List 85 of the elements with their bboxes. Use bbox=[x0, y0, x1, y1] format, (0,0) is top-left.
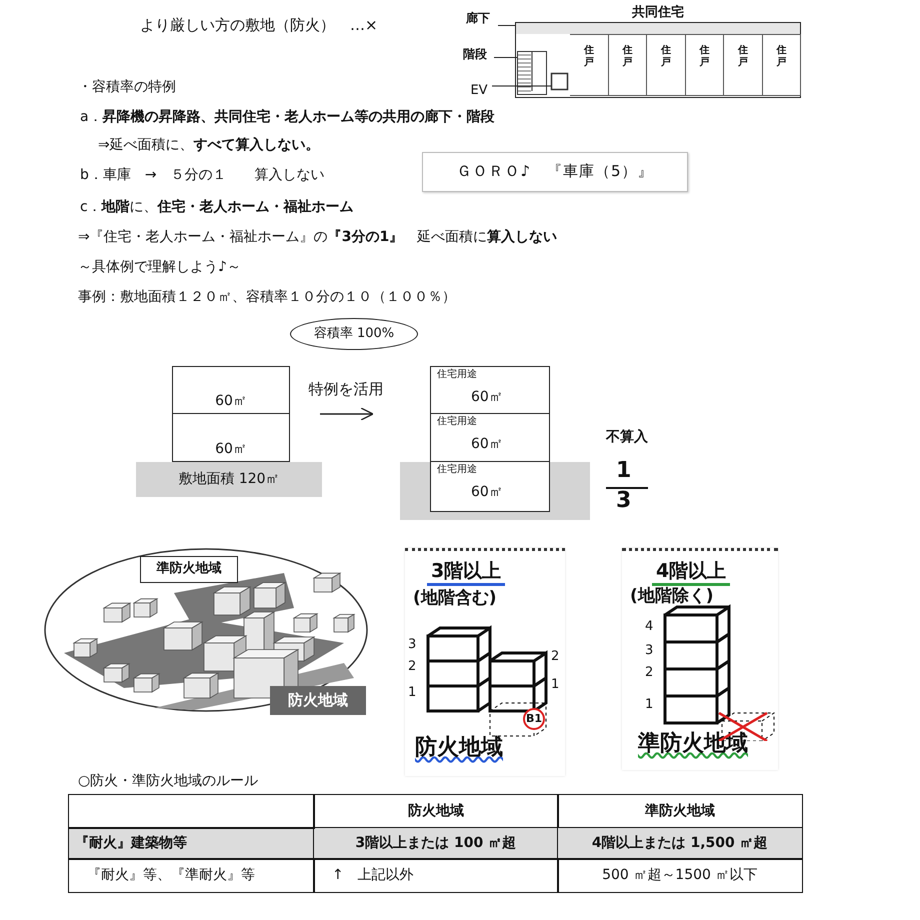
part-label: 廊下 bbox=[466, 12, 490, 26]
sketch-heading: 3階以上 bbox=[427, 561, 506, 586]
site-ground bbox=[136, 462, 322, 497]
floor-number: 1 bbox=[645, 696, 654, 713]
note-text: a．昇降機の昇降路、共同住宅・老人ホーム等の共用の廊下・階段 bbox=[80, 108, 495, 126]
note-text: ・容積率の特例 bbox=[78, 78, 176, 96]
dwelling-unit bbox=[570, 34, 608, 96]
zone-text: 防火地域 bbox=[288, 692, 348, 710]
note-text: b．車庫 → ５分の１ 算入しない bbox=[80, 166, 325, 184]
note-text: より厳しい方の敷地（防火） …× bbox=[140, 16, 378, 35]
building-block bbox=[430, 366, 550, 512]
table-cell: 『耐火』等、『準耐火』等 bbox=[68, 858, 314, 892]
ratio-text: 容積率 100% bbox=[314, 326, 394, 342]
note-text: 不算入 bbox=[606, 428, 648, 446]
floor-number: 4 bbox=[645, 618, 654, 635]
sketch-caption: 防火地域 bbox=[415, 735, 503, 760]
floor-block bbox=[172, 366, 290, 414]
building-block bbox=[172, 366, 290, 462]
floor-number: 3 bbox=[645, 642, 654, 659]
fraction-number: 1 bbox=[616, 458, 632, 484]
dwelling-unit bbox=[647, 34, 686, 96]
sketch-subheading: (地階除く) bbox=[630, 587, 714, 607]
basement-circle bbox=[523, 708, 545, 730]
basement-text: B1 bbox=[526, 712, 542, 726]
site-area-text: 敷地面積 120㎡ bbox=[178, 471, 280, 488]
note-text: ～具体例で理解しよう♪～ bbox=[78, 258, 241, 276]
stair-icon bbox=[517, 51, 547, 95]
floor-block bbox=[430, 366, 550, 414]
dwelling-unit bbox=[608, 34, 647, 96]
table-cell: 500 ㎡超～1500 ㎡以下 bbox=[557, 858, 802, 892]
sketch-subheading: (地階含む) bbox=[413, 589, 497, 609]
mnemonic-box bbox=[422, 152, 688, 192]
area-text: 60㎡ bbox=[471, 436, 503, 452]
use-text: 住宅用途 bbox=[437, 369, 477, 380]
floor-number: 2 bbox=[551, 648, 560, 665]
zone-text: 準防火地域 bbox=[156, 562, 222, 577]
floor-plan bbox=[515, 6, 801, 98]
floor-number: 1 bbox=[551, 676, 560, 693]
corridor-area bbox=[516, 23, 800, 34]
area-text: 60㎡ bbox=[215, 440, 247, 457]
zone-label-box bbox=[140, 556, 238, 583]
part-label: 階段 bbox=[463, 48, 487, 62]
area-text: 60㎡ bbox=[471, 389, 503, 406]
table-cell: 3階以上または 100 ㎡超 bbox=[313, 827, 558, 860]
floor-number: 2 bbox=[408, 658, 416, 675]
note-text: c．地階に、住宅・老人ホーム・福祉ホーム bbox=[80, 198, 354, 216]
floor-block bbox=[172, 414, 290, 462]
use-text: 住宅用途 bbox=[437, 416, 477, 428]
mnemonic-text: ＧＯＲＯ♪ 『車庫（5）』 bbox=[456, 163, 654, 181]
fraction-number: 3 bbox=[616, 488, 632, 514]
table-cell: 『耐火』建築物等 bbox=[68, 827, 314, 860]
floor-number: 1 bbox=[408, 684, 416, 701]
arrow bbox=[320, 407, 374, 421]
leader-line bbox=[498, 25, 516, 26]
unit-text: 住戸 bbox=[776, 45, 787, 69]
unit-text: 住戸 bbox=[622, 45, 633, 69]
table-cell: 4階以上または 1,500 ㎡超 bbox=[557, 827, 802, 860]
floor-block bbox=[430, 462, 550, 512]
sketch-card bbox=[405, 548, 565, 776]
unit-text: 住戸 bbox=[583, 45, 594, 69]
unit-text: 住戸 bbox=[737, 45, 748, 69]
leader-line bbox=[494, 57, 518, 58]
unit-text: 住戸 bbox=[698, 45, 710, 69]
note-text: ⇒延べ面積に、すべて算入しない。 bbox=[98, 136, 320, 154]
part-label: EV bbox=[470, 84, 488, 98]
zone-label-box bbox=[270, 686, 366, 715]
floor-number: 2 bbox=[645, 664, 654, 681]
sketch-caption: 準防火地域 bbox=[638, 731, 748, 756]
dwelling-unit bbox=[762, 34, 801, 96]
note-text: ○防火・準防火地域のルール bbox=[78, 772, 258, 790]
sketch-heading: 4階以上 bbox=[652, 561, 730, 586]
unit-text: 住戸 bbox=[660, 45, 672, 69]
elevator-icon bbox=[551, 73, 568, 90]
note-text: ⇒『住宅・老人ホーム・福祉ホーム』の『3分の1』 延べ面積に算入しない bbox=[78, 228, 558, 246]
dwelling-unit bbox=[686, 34, 724, 96]
note-text: 事例：敷地面積１２０㎡、容積率１０分の１０（１００％） bbox=[78, 288, 456, 306]
area-text: 60㎡ bbox=[471, 484, 503, 500]
sketch-card bbox=[622, 548, 778, 770]
use-text: 住宅用途 bbox=[437, 464, 477, 476]
floor-plan-title: 共同住宅 bbox=[631, 6, 685, 20]
floor-block bbox=[430, 414, 550, 462]
floor-number: 3 bbox=[408, 636, 416, 653]
table-cell: ↑ 上記以外 bbox=[313, 858, 558, 892]
dwelling-unit bbox=[724, 34, 762, 96]
area-text: 60㎡ bbox=[215, 392, 247, 409]
